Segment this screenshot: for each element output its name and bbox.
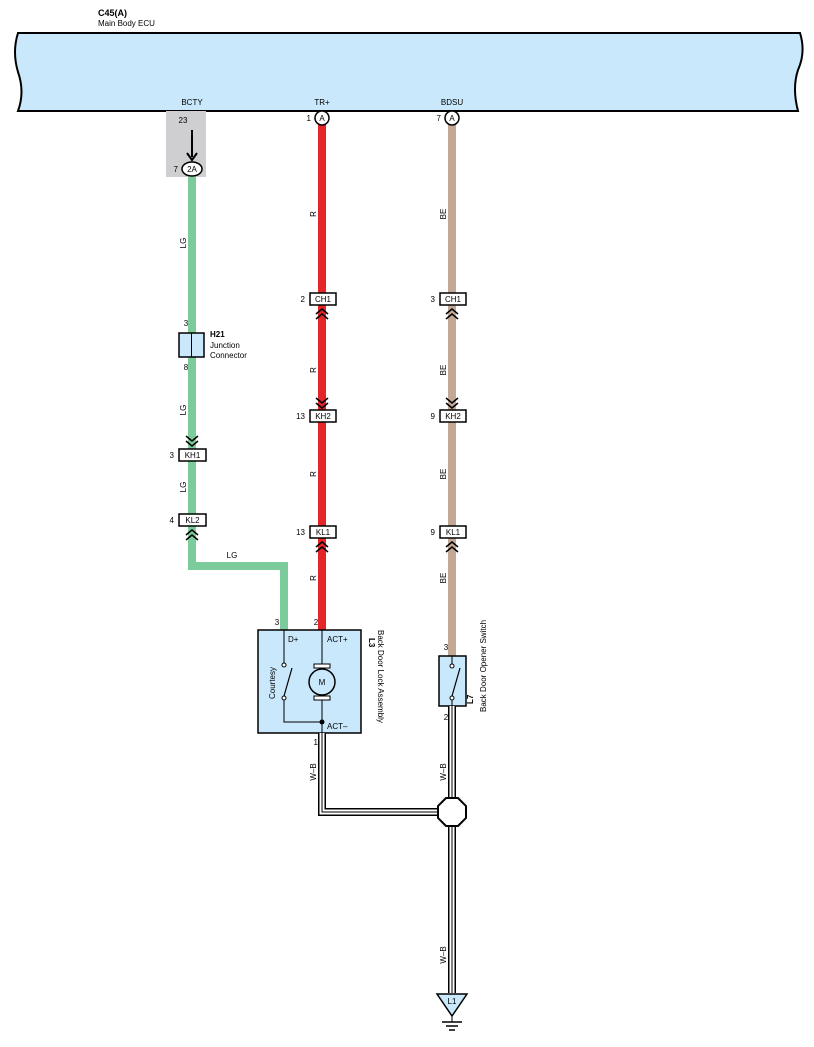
trplus-pin: 1 bbox=[307, 114, 312, 123]
wire-label-wb: W–B bbox=[439, 763, 448, 780]
ecu-name: Main Body ECU bbox=[98, 19, 155, 28]
terminal-bcty-label: BCTY bbox=[181, 98, 203, 107]
wire-label-lg: LG bbox=[179, 482, 188, 493]
kh1-pin: 3 bbox=[170, 451, 175, 460]
wire-label-r: R bbox=[309, 367, 318, 373]
wire-label-be: BE bbox=[439, 365, 448, 376]
motor-label: M bbox=[319, 678, 326, 687]
kh2-connector-r bbox=[309, 409, 337, 423]
wire-label-be: BE bbox=[439, 573, 448, 584]
l7-pin-bottom: 2 bbox=[444, 713, 449, 722]
bdsu-conn: A bbox=[449, 114, 455, 123]
ch1-label-r: CH1 bbox=[315, 295, 332, 304]
ground-l1-triangle bbox=[435, 993, 469, 1018]
l3-switch-blade-icon bbox=[283, 667, 293, 697]
kh2-label-be: KH2 bbox=[445, 412, 461, 421]
h21-pin-bottom: 8 bbox=[184, 363, 189, 372]
l7-switch-contact-icon bbox=[449, 663, 455, 669]
trplus-connector bbox=[314, 110, 330, 126]
l3-pin-gnd: 1 bbox=[314, 738, 319, 747]
wire-lg bbox=[188, 177, 288, 630]
bdsu-pin: 7 bbox=[437, 114, 442, 123]
kl2-connector bbox=[178, 513, 207, 527]
ecu-body bbox=[14, 32, 804, 112]
wire-label-r: R bbox=[309, 575, 318, 581]
kl1-chevron-icon bbox=[445, 541, 459, 553]
wire-label-be: BE bbox=[439, 209, 448, 220]
l7-name: Back Door Opener Switch bbox=[479, 620, 488, 712]
ecu-code: C45(A) bbox=[98, 8, 127, 18]
ch1-chevron-icon bbox=[315, 308, 329, 320]
l3-pin-d: 3 bbox=[275, 618, 280, 627]
terminal-bdsu-label: BDSU bbox=[441, 98, 463, 107]
motor-icon bbox=[308, 668, 336, 696]
trplus-conn: A bbox=[319, 114, 325, 123]
h21-name-line1: Junction bbox=[210, 341, 240, 350]
kl1-connector-be bbox=[439, 525, 467, 539]
wire-label-lg: LG bbox=[179, 405, 188, 416]
ch1-connector-r bbox=[309, 292, 337, 306]
h21-code: H21 bbox=[210, 330, 225, 339]
ground-code: L1 bbox=[448, 997, 457, 1006]
l3-switch-label: Courtesy bbox=[268, 667, 277, 699]
l7-pin-top: 3 bbox=[444, 643, 449, 652]
kh2-pin-be: 9 bbox=[431, 412, 436, 421]
h21-name-line2: Connector bbox=[210, 351, 247, 360]
kh1-connector bbox=[178, 448, 207, 462]
kh2-label-r: KH2 bbox=[315, 412, 331, 421]
kh2-connector-be bbox=[439, 409, 467, 423]
kh1-label: KH1 bbox=[185, 451, 201, 460]
ch1-pin-be: 3 bbox=[431, 295, 436, 304]
wire-label-r: R bbox=[309, 211, 318, 217]
kl1-connector-r bbox=[309, 525, 337, 539]
bcty-pin: 23 bbox=[179, 116, 188, 125]
kl2-label: KL2 bbox=[185, 516, 200, 525]
terminal-trplus-label: TR+ bbox=[314, 98, 330, 107]
kh1-chevron-icon bbox=[185, 435, 199, 447]
kl1-pin-r: 13 bbox=[296, 528, 305, 537]
bcty-2a-pin: 7 bbox=[174, 165, 179, 174]
kl1-label-be: KL1 bbox=[446, 528, 461, 537]
bcty-arrow-icon bbox=[186, 152, 198, 162]
ch1-label-be: CH1 bbox=[445, 295, 462, 304]
wire-label-wb: W–B bbox=[439, 946, 448, 963]
l7-switch-blade-icon bbox=[451, 667, 461, 697]
kh2-chevron-icon bbox=[445, 397, 459, 409]
l3-d-plus: D+ bbox=[288, 635, 299, 644]
h21-pin-top: 3 bbox=[184, 319, 189, 328]
kl1-chevron-icon bbox=[315, 541, 329, 553]
wire-wb bbox=[318, 706, 456, 993]
kl2-pin: 4 bbox=[170, 516, 175, 525]
bcty-2a-connector bbox=[181, 161, 203, 177]
l7-code: L7 bbox=[466, 694, 475, 704]
splice-point-icon bbox=[437, 797, 467, 827]
kl1-pin-be: 9 bbox=[431, 528, 436, 537]
wire-label-r: R bbox=[309, 471, 318, 477]
junction-dot bbox=[319, 719, 325, 725]
l3-pin-act: 2 bbox=[314, 618, 319, 627]
ch1-connector-be bbox=[439, 292, 467, 306]
kh2-pin-r: 13 bbox=[296, 412, 305, 421]
bcty-2a-label: 2A bbox=[187, 165, 197, 174]
wire-label-wb: W–B bbox=[309, 763, 318, 780]
wire-label-lg: LG bbox=[179, 238, 188, 249]
ch1-pin-r: 2 bbox=[301, 295, 306, 304]
l3-act-minus: ACT– bbox=[327, 722, 348, 731]
wire-label-be: BE bbox=[439, 469, 448, 480]
l3-switch-contact-icon bbox=[281, 662, 287, 668]
bdsu-connector bbox=[444, 110, 460, 126]
l3-act-plus: ACT+ bbox=[327, 635, 348, 644]
ch1-chevron-icon bbox=[445, 308, 459, 320]
l3-name: Back Door Lock Assembly bbox=[376, 630, 385, 723]
kl2-chevron-icon bbox=[185, 529, 199, 541]
kl1-label-r: KL1 bbox=[316, 528, 331, 537]
wire-label-lg: LG bbox=[227, 551, 238, 560]
kh2-chevron-icon bbox=[315, 397, 329, 409]
l3-code: L3 bbox=[367, 638, 376, 648]
